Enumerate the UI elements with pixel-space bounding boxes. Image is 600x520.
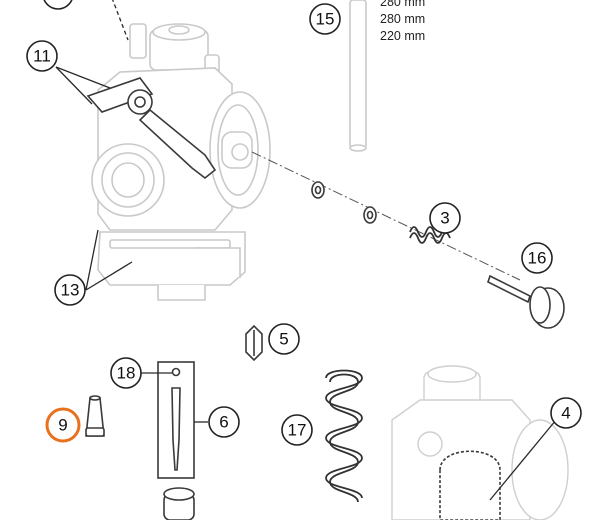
svg-text:16: 16: [528, 249, 547, 268]
svg-text:6: 6: [219, 413, 228, 432]
callout-4: 4: [550, 397, 582, 429]
svg-text:17: 17: [288, 421, 307, 440]
screw-assembly: [251, 151, 565, 329]
jet-part-9: [85, 395, 105, 437]
svg-text:11: 11: [33, 47, 51, 66]
callout-3: 3: [429, 202, 461, 234]
callout-13: 13: [54, 274, 86, 306]
svg-text:15: 15: [316, 10, 335, 29]
callout-6: 6: [208, 406, 240, 438]
nozzle-part: [163, 487, 195, 520]
needle-length-specs: 280 mm 280 mm 220 mm: [380, 0, 425, 43]
callout-16: 16: [521, 242, 553, 274]
callout-17: 17: [281, 414, 313, 446]
needle-part-15: [349, 0, 367, 152]
svg-text:5: 5: [279, 330, 288, 349]
svg-text:13: 13: [61, 281, 80, 300]
svg-text:3: 3: [440, 209, 449, 228]
callout-11: 11: [26, 40, 58, 72]
leader-lines: [55, 66, 557, 501]
callout-9: 9: [45, 407, 81, 443]
partial-callout-top: [43, 0, 129, 41]
needle-length-2: 280 mm: [380, 12, 425, 26]
spring-part-17: [325, 369, 363, 503]
needle-length-1: 280 mm: [380, 0, 425, 9]
svg-text:9: 9: [58, 416, 67, 435]
callout-15: 15: [309, 3, 341, 35]
svg-text:18: 18: [117, 364, 136, 383]
carburetor-ghost: [391, 365, 569, 520]
jet-part-5: [245, 324, 263, 362]
svg-text:4: 4: [561, 404, 570, 423]
needle-length-3: 220 mm: [380, 29, 425, 43]
jet-needle-part-6: [157, 361, 195, 479]
callout-18: 18: [110, 357, 142, 389]
carburetor-body: [86, 23, 271, 301]
callout-5: 5: [268, 323, 300, 355]
